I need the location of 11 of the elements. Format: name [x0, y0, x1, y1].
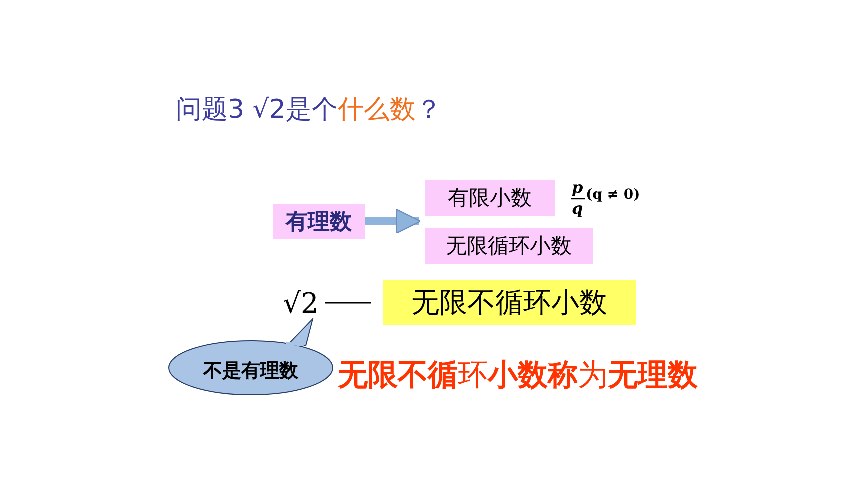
fraction-denominator: q [572, 199, 584, 218]
category-box: 有限小数 [425, 180, 555, 216]
category-box: 无限不循环小数 [383, 280, 636, 325]
category-box: 有理数 [273, 204, 365, 239]
conclusion-text: 无限不循环小数称为无理数 [338, 357, 698, 395]
category-box: 无限循环小数 [425, 228, 593, 264]
fraction-numerator: p [572, 178, 584, 197]
condition-text: (q ≠ 0) [586, 187, 640, 203]
connector-line [325, 302, 371, 304]
block-arrow [365, 208, 422, 234]
title: 问题3 √2是个什么数？ [176, 94, 442, 127]
